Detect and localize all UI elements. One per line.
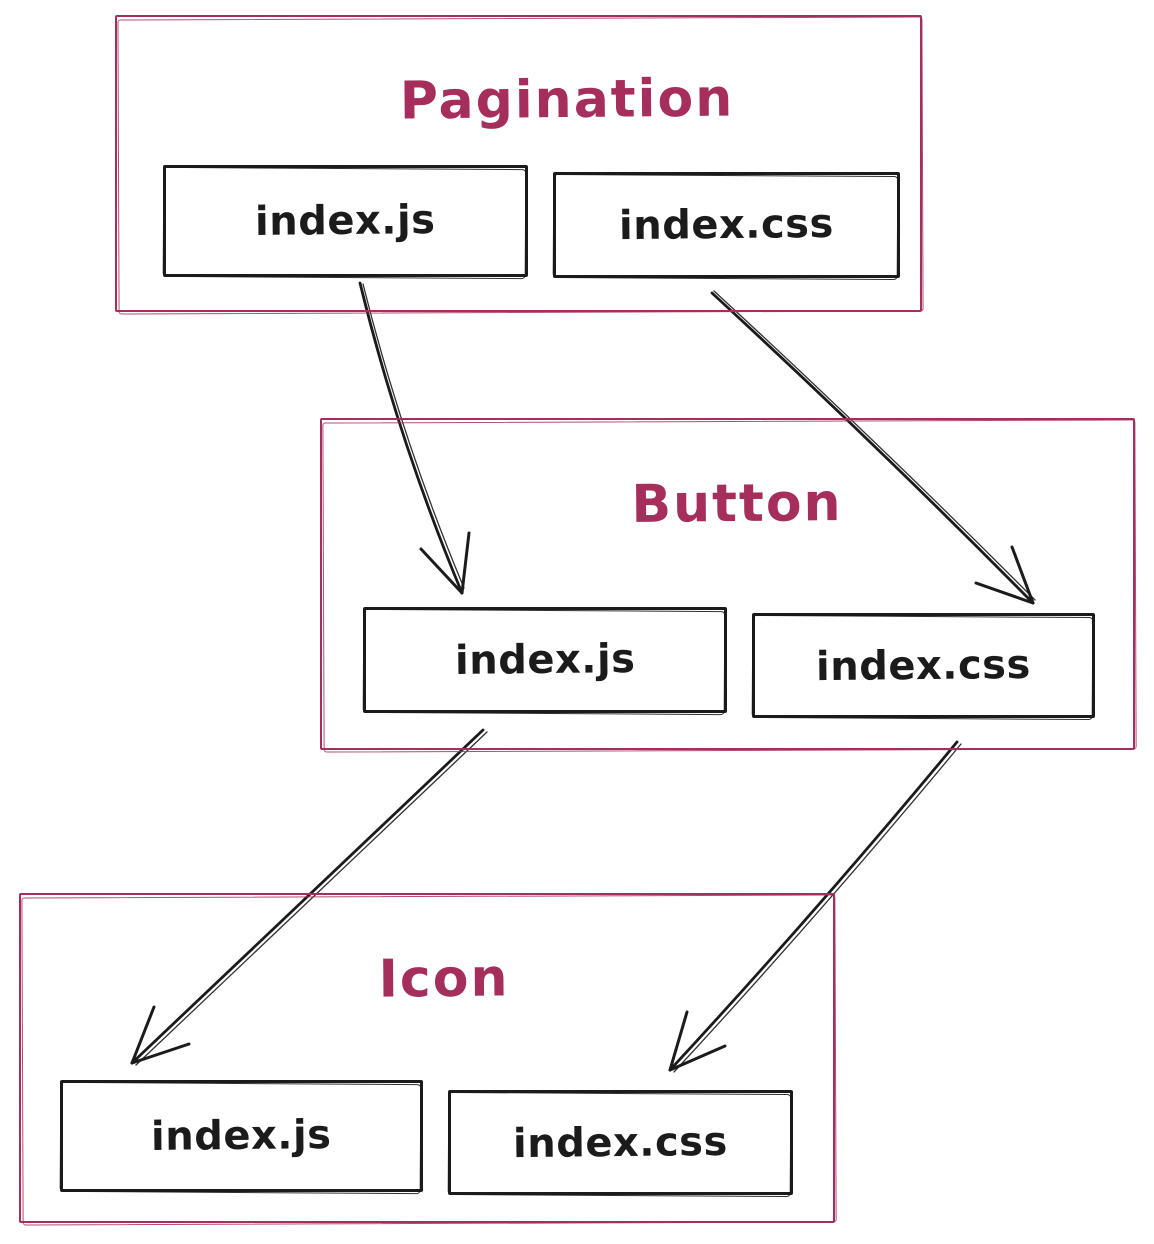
file-label-button-indexcss: index.css — [815, 641, 1032, 690]
file-label-pagination-indexjs: index.js — [255, 197, 436, 245]
file-box-pagination-indexjs: index.js — [163, 165, 528, 277]
file-box-icon-indexjs: index.js — [60, 1080, 423, 1192]
file-box-button-indexjs: index.js — [363, 607, 727, 713]
group-pagination — [115, 15, 922, 312]
file-label-icon-indexcss: index.css — [512, 1118, 729, 1167]
file-box-button-indexcss: index.css — [752, 613, 1095, 718]
group-title-icon: Icon — [378, 948, 510, 1010]
file-box-pagination-indexcss: index.css — [553, 172, 900, 278]
file-label-button-indexjs: index.js — [454, 636, 636, 684]
group-title-button: Button — [631, 473, 843, 535]
group-button — [320, 418, 1135, 750]
group-title-pagination: Pagination — [399, 68, 735, 132]
file-label-icon-indexjs: index.js — [151, 1112, 332, 1160]
file-label-pagination-indexcss: index.css — [618, 200, 835, 250]
file-box-icon-indexcss: index.css — [448, 1090, 793, 1195]
group-icon — [19, 893, 835, 1223]
